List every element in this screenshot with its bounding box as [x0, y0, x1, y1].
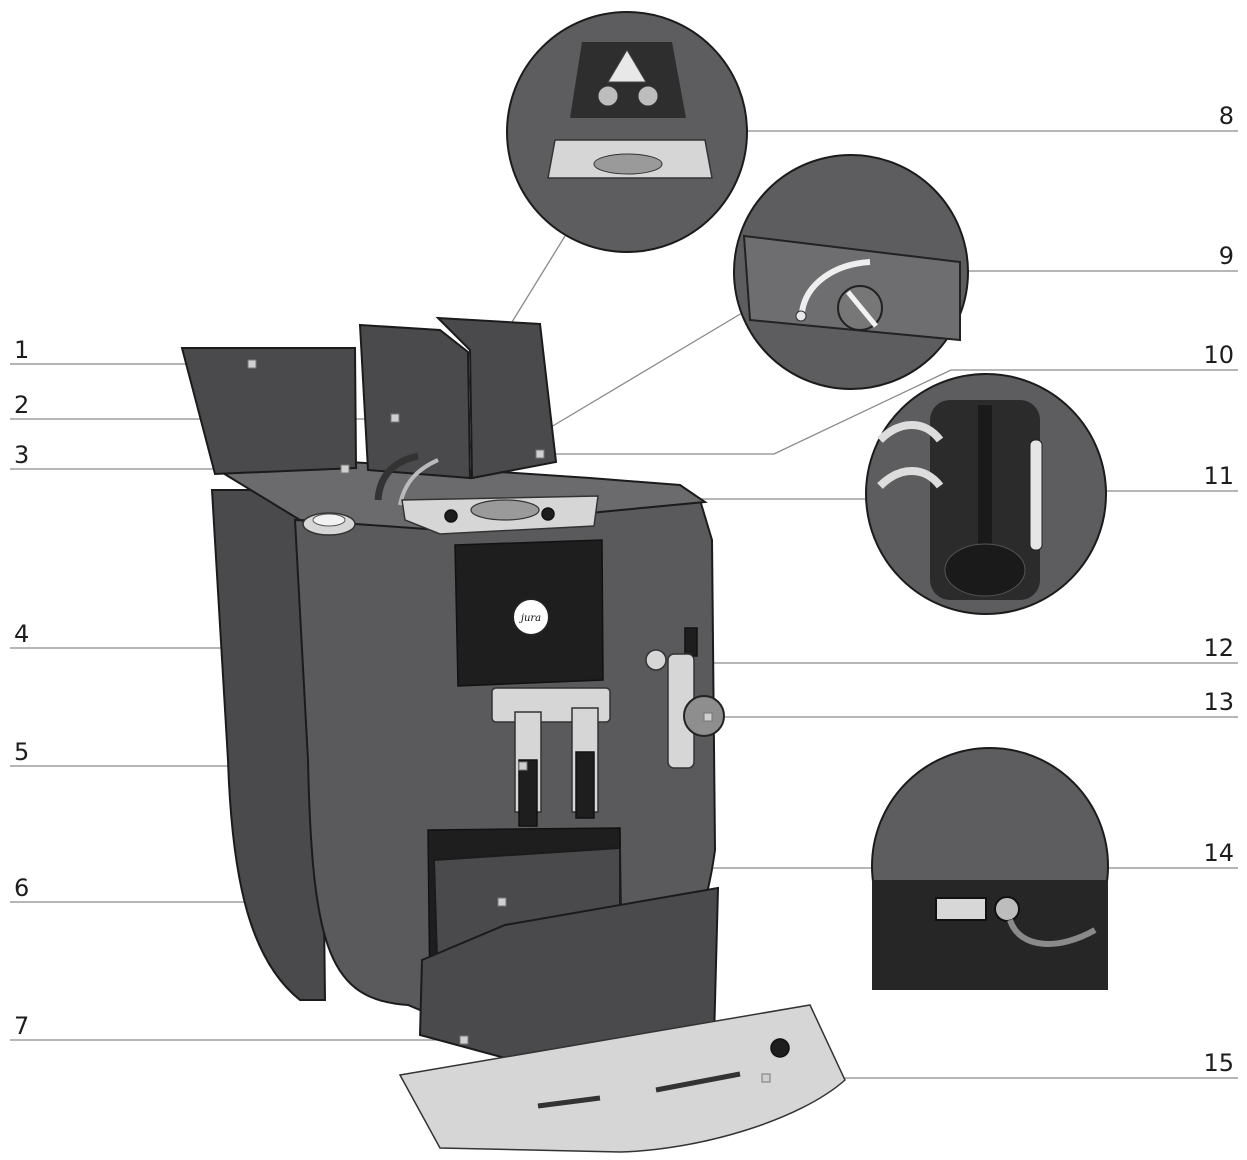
bean-hopper-cap-top [312, 513, 346, 527]
detail-14 [871, 747, 1109, 990]
callout-5: 5 [14, 738, 29, 766]
marker-6 [497, 897, 507, 907]
measuring-scoop-handle [978, 405, 992, 545]
detail-8 [506, 11, 748, 253]
water-tank [210, 489, 327, 1001]
detail-14-base [872, 880, 1108, 990]
spout-hook-bottom [877, 467, 944, 489]
callout-11: 11 [1203, 462, 1234, 490]
spout-hook-top [877, 421, 944, 443]
coffee-spout-left-tip [518, 759, 538, 827]
callout-3: 3 [14, 441, 29, 469]
marker-3 [340, 464, 350, 474]
marker-1 [247, 359, 257, 369]
marker-5 [518, 761, 528, 771]
rotary-switch [470, 499, 540, 521]
power-cord-socket [994, 896, 1020, 922]
callout-4: 4 [14, 620, 29, 648]
warning-symbol-icon [607, 49, 647, 83]
no-hand-icon [597, 85, 619, 107]
grille-slot-left [537, 1095, 601, 1109]
brand-logo [512, 598, 550, 636]
marker-15 [761, 1073, 771, 1083]
leader-8b [511, 235, 566, 323]
callout-numbers: 1 2 3 4 5 6 7 8 9 10 11 12 13 14 15 [14, 102, 1234, 1077]
grinder-handle [374, 452, 419, 501]
callout-7: 7 [14, 1012, 29, 1040]
callout-15: 15 [1203, 1049, 1234, 1077]
panel-button-left [444, 509, 458, 523]
grinder-handle-highlight [398, 458, 439, 506]
bean-container-lid [358, 323, 472, 480]
callout-8: 8 [1219, 102, 1234, 130]
callout-10: 10 [1203, 341, 1234, 369]
coffee-machine: jura [180, 316, 846, 1153]
callout-12: 12 [1203, 634, 1234, 662]
callout-1: 1 [14, 336, 29, 364]
callout-13: 13 [1203, 688, 1234, 716]
panel-button-right [541, 507, 555, 521]
water-tank-lid [180, 347, 358, 476]
detail-circle-8 [506, 11, 748, 253]
callout-6: 6 [14, 874, 29, 902]
detail-11 [865, 373, 1107, 615]
power-switch [935, 897, 987, 921]
leader-9b [545, 312, 743, 431]
measuring-scoop-bowl [944, 543, 1026, 597]
marker-10 [535, 449, 545, 459]
callout-14: 14 [1203, 839, 1234, 867]
marker-7 [459, 1035, 469, 1045]
callout-9: 9 [1219, 242, 1234, 270]
drip-tray-cover [398, 1004, 846, 1153]
connector-system [645, 649, 667, 671]
grinder-knob-indicator [846, 290, 878, 328]
drip-tray-float [770, 1038, 790, 1058]
coffee-spout-right-tip [575, 751, 595, 819]
accessory-lid [435, 316, 558, 480]
marker-2 [390, 413, 400, 423]
grind-scale-dot [795, 310, 807, 322]
grind-scale-arc [799, 259, 871, 313]
detail-8-rotary [593, 153, 663, 175]
brand-logo-text: jura [519, 613, 541, 624]
milk-spout-top [684, 627, 698, 657]
detail-9 [733, 154, 969, 390]
callout-2: 2 [14, 391, 29, 419]
leader-10 [540, 369, 1238, 455]
brush-tool [1029, 439, 1043, 551]
power-cord [1007, 918, 1097, 947]
grille-slot-right [655, 1071, 741, 1093]
no-touch-icon [637, 85, 659, 107]
marker-13 [703, 712, 713, 722]
